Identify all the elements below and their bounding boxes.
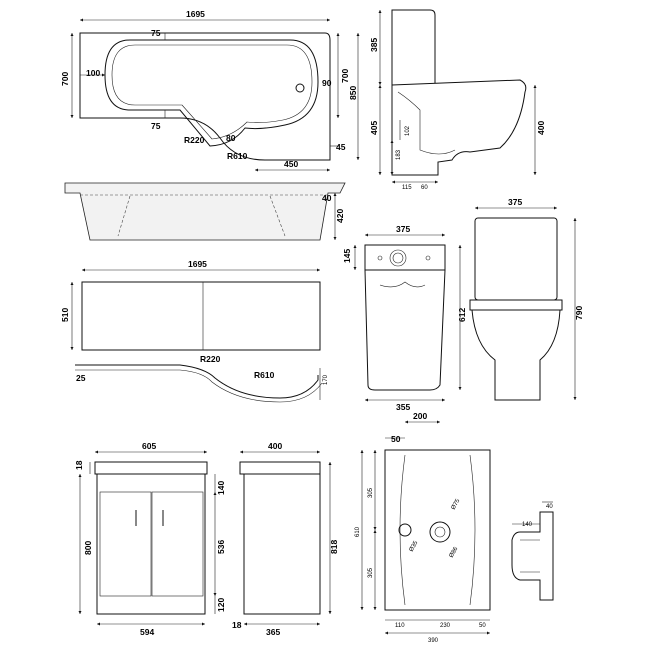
radius-610-label: R610 xyxy=(227,151,248,161)
dim-80-label: 80 xyxy=(226,133,236,143)
inner-bottom-label: 75 xyxy=(151,121,161,131)
bath-height-right-inner-label: 700 xyxy=(340,69,350,83)
dim-45-label: 45 xyxy=(336,142,346,152)
bath-panel-view: 1695 510 R220 R610 25 170 xyxy=(60,259,329,403)
flush-button-icon xyxy=(389,249,407,267)
cistern-612-label: 612 xyxy=(457,308,467,322)
bath-height-right-outer-label: 850 xyxy=(348,86,358,100)
basin-50-bottom-label: 50 xyxy=(479,623,486,629)
basin-phi35-label: Ø35 xyxy=(409,540,420,553)
panel-height-label: 510 xyxy=(60,308,70,322)
vanity-top-18-label: 18 xyxy=(74,460,84,470)
waste-outlet-icon xyxy=(295,83,305,93)
basin-phi75-label: Ø75 xyxy=(451,498,462,511)
panel-width-label: 1695 xyxy=(188,259,207,269)
vanity-width-605-label: 605 xyxy=(142,441,156,451)
toilet-height-790-label: 790 xyxy=(574,306,584,320)
vanity-side-view: 400 818 18 365 xyxy=(232,441,339,637)
panel-radius-220-label: R220 xyxy=(200,354,221,364)
toilet-dim-60-label: 60 xyxy=(421,185,428,191)
basin-305-bottom-label: 305 xyxy=(368,567,374,578)
panel-radius-610-label: R610 xyxy=(254,370,275,380)
toilet-front-width-label: 375 xyxy=(508,197,522,207)
vanity-536-label: 536 xyxy=(216,540,226,554)
basin-plan-view: 200 50 305 305 610 Ø75 Ø35 Ø86 110 230 5… xyxy=(355,411,491,644)
tap-hole-icon xyxy=(429,521,451,543)
basin-230-label: 230 xyxy=(440,623,451,629)
vanity-120-label: 120 xyxy=(216,598,226,612)
toilet-cistern-385-label: 385 xyxy=(369,38,379,52)
cistern-front-view: 375 145 612 355 xyxy=(342,224,467,412)
vanity-140-label: 140 xyxy=(216,481,226,495)
bath-plan-view: 1695 700 700 850 75 100 75 90 R220 80 R6… xyxy=(60,9,360,172)
basin-phi86-label: Ø86 xyxy=(449,546,460,559)
basin-200-label: 200 xyxy=(413,411,427,421)
vanity-width-594-label: 594 xyxy=(140,627,154,637)
toilet-dim-183-label: 183 xyxy=(396,149,402,160)
wall-bracket-view: 40 140 xyxy=(511,501,554,601)
vanity-side-818-label: 818 xyxy=(329,540,339,554)
basin-610-label: 610 xyxy=(355,526,361,537)
panel-dim-25-label: 25 xyxy=(76,373,86,383)
waste-hole-icon xyxy=(398,523,412,537)
cistern-355-label: 355 xyxy=(396,402,410,412)
radius-220-label: R220 xyxy=(184,135,205,145)
cistern-width-375-label: 375 xyxy=(396,224,410,234)
vanity-front-view: 605 18 800 140 536 120 594 xyxy=(74,441,226,637)
bath-rim-40-label: 40 xyxy=(322,193,332,203)
panel-dim-170-label: 170 xyxy=(323,374,329,385)
bath-side-view: 420 40 xyxy=(64,182,346,241)
basin-110-label: 110 xyxy=(395,623,405,629)
inner-left-label: 100 xyxy=(86,68,100,78)
bath-depth-420-label: 420 xyxy=(335,209,345,223)
bath-width-label: 1695 xyxy=(186,9,205,19)
toilet-dim-102-label: 102 xyxy=(405,125,411,136)
inner-top-label: 75 xyxy=(151,28,161,38)
dim-450-label: 450 xyxy=(284,159,298,169)
vanity-side-400-label: 400 xyxy=(268,441,282,451)
vanity-side-365-label: 365 xyxy=(266,627,280,637)
toilet-front-view: 375 790 xyxy=(469,197,584,401)
basin-305-top-label: 305 xyxy=(368,487,374,498)
basin-390-label: 390 xyxy=(428,638,439,644)
cistern-145-label: 145 xyxy=(342,249,352,263)
bath-height-left-label: 700 xyxy=(60,72,70,86)
toilet-pan-400-label: 400 xyxy=(536,121,546,135)
inner-right-label: 90 xyxy=(322,78,332,88)
toilet-pan-405-label: 405 xyxy=(369,121,379,135)
toilet-dim-115-label: 115 xyxy=(402,185,412,191)
bracket-40-label: 40 xyxy=(546,504,553,510)
toilet-side-view: 385 405 400 102 183 115 60 xyxy=(369,9,546,191)
bracket-140-label: 140 xyxy=(522,522,533,528)
vanity-side-18-label: 18 xyxy=(232,620,242,630)
basin-50-top-label: 50 xyxy=(391,434,401,444)
vanity-height-800-label: 800 xyxy=(83,541,93,555)
